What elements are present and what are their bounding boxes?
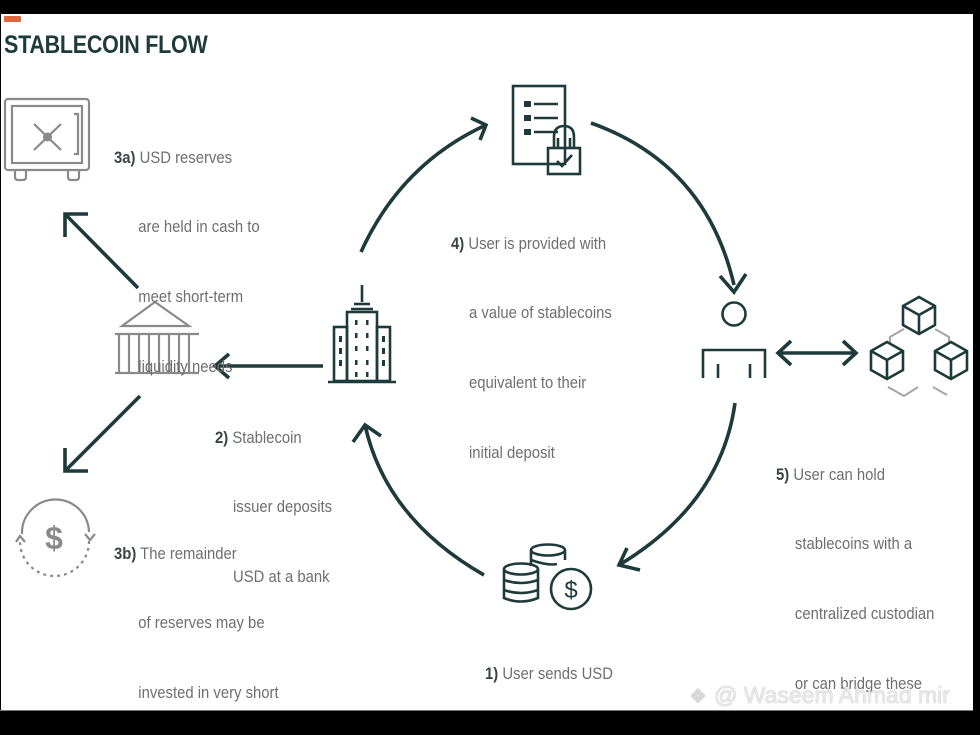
svg-text:$: $ [564,577,577,604]
document-lock-icon [511,84,582,176]
caption-step-4: 4) User is provided with a value of stab… [451,234,612,463]
arrow-bank-to-investments [63,394,142,473]
bottom-divider [0,710,973,711]
arrow-user-blockchain-bidirectional [775,339,859,367]
diagram-canvas: STABLECOIN FLOW .ar { fill: none; stroke… [1,14,973,711]
accent-bar [4,16,21,22]
dollar-cycle-icon: $ [15,498,96,578]
caption-step-2: 2) Stablecoin issuer deposits USD at a b… [215,428,333,587]
coins-dollar-icon: $ [502,543,593,611]
arrow-user-to-coins [616,402,737,572]
caption-step-3b: 3b) The remainder of reserves may be inv… [114,544,279,703]
office-building-icon [328,285,396,384]
arrow-issuer-to-bank [212,352,323,380]
svg-text:$: $ [45,520,63,556]
arrow-coins-to-issuer [351,422,485,577]
arrow-document-to-user [590,121,748,295]
caption-step-3a: 3a) USD reserves are held in cash to mee… [114,148,260,377]
watermark-logo-icon: ❖ [689,686,707,708]
arrow-issuer-to-document [359,116,489,253]
bank-icon [115,300,199,375]
caption-step-5: 5) User can hold stablecoins with a cent… [776,465,935,694]
watermark-text: @ Waseem Ahmad mir [714,682,950,708]
diagram-graphics: .ar { fill: none; stroke: #1e3a3a; strok… [3,84,969,611]
caption-step-1: 1) User sends USD to stablecoin issuer [485,664,613,683]
arrow-bank-to-safe [63,212,140,290]
blockchain-cubes-icon [869,295,969,398]
diagram-title: STABLECOIN FLOW [4,31,208,59]
safe-vault-icon [3,97,91,182]
watermark: ❖ @ Waseem Ahmad mir [688,682,950,709]
user-icon [701,301,767,378]
